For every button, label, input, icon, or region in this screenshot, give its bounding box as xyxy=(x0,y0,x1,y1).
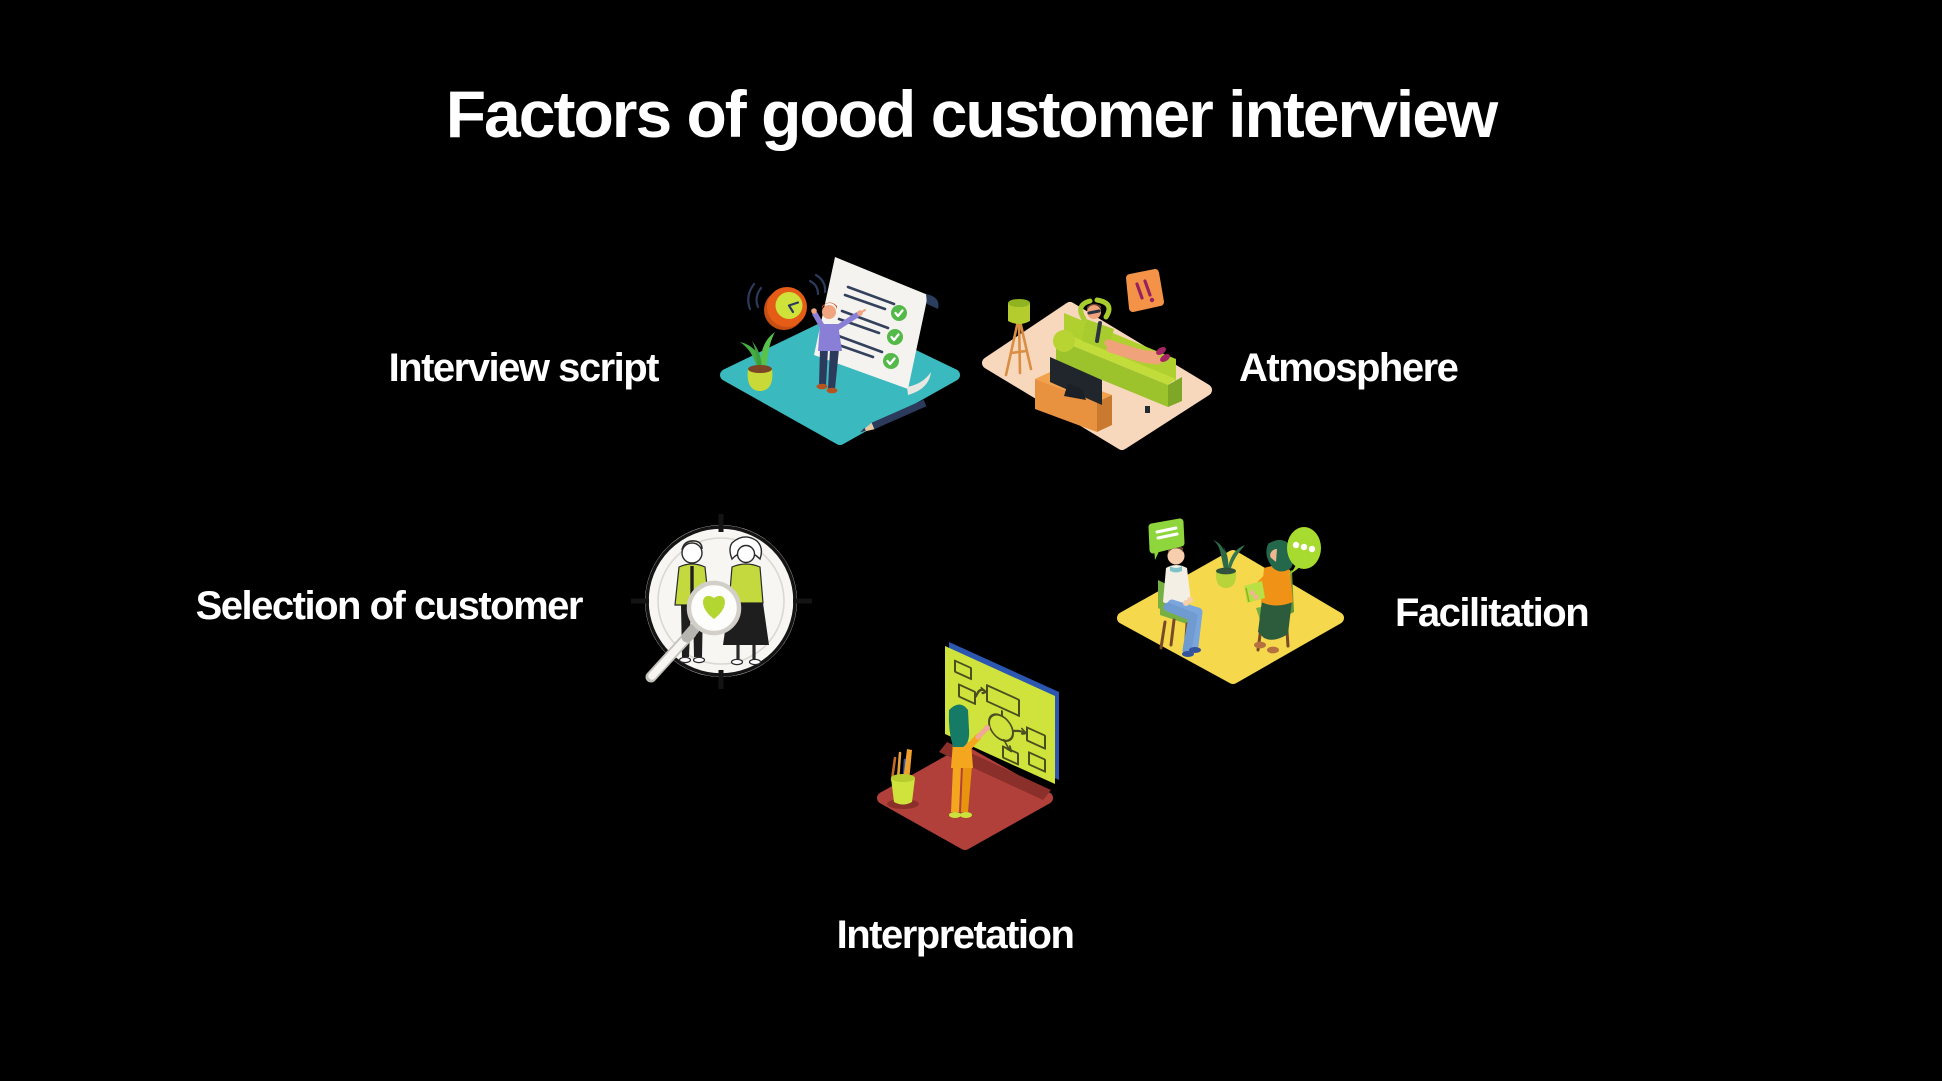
pen-cup-icon xyxy=(890,749,915,805)
magnifying-glass-heart-icon xyxy=(645,580,742,683)
interpretation-illustration xyxy=(877,642,1059,850)
check-circle-icon xyxy=(883,305,907,369)
speech-bubble-dots-icon xyxy=(1283,527,1321,578)
factor-label-selection-of-customer: Selection of customer xyxy=(195,584,584,628)
factor-label-atmosphere: Atmosphere xyxy=(1239,346,1459,390)
selection-of-customer-illustration xyxy=(631,514,812,689)
person-pointing-icon xyxy=(811,302,866,394)
interviewee-icon xyxy=(1163,545,1203,657)
presenter-icon xyxy=(948,704,990,818)
wall-art-icon xyxy=(1126,269,1164,312)
tv-icon xyxy=(1050,357,1102,405)
potted-plant-icon xyxy=(1213,540,1245,588)
facilitator-icon xyxy=(1244,539,1294,654)
factor-label-interview-script: Interview script xyxy=(388,346,660,390)
page-title: Factors of good customer interview xyxy=(445,77,1499,151)
plant-icon xyxy=(740,332,775,391)
atmosphere-illustration xyxy=(982,269,1212,450)
pencil-icon xyxy=(860,399,927,433)
alarm-clock-icon xyxy=(747,273,827,330)
floor-lamp-icon xyxy=(1004,319,1033,377)
interview-script-illustration xyxy=(720,257,960,445)
factor-label-facilitation: Facilitation xyxy=(1395,591,1590,635)
speech-bubble-lines-icon xyxy=(1148,518,1185,560)
lamp-shade-icon xyxy=(1008,299,1030,324)
whiteboard-icon xyxy=(945,642,1059,784)
factor-label-interpretation: Interpretation xyxy=(836,913,1075,957)
facilitation-illustration xyxy=(1117,518,1344,684)
person-relaxing-icon xyxy=(1078,297,1170,365)
